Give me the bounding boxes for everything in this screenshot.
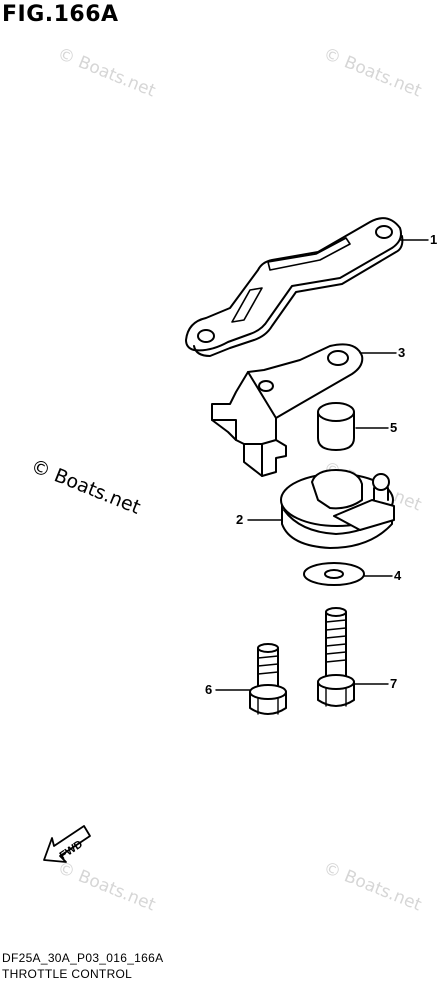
callout-5: 5	[390, 420, 398, 435]
part-1-throttle-link	[185, 217, 404, 357]
callout-6: 6	[205, 682, 213, 697]
callout-4: 4	[394, 568, 402, 583]
part-6-short-bolt	[249, 643, 287, 715]
part-4-washer	[303, 562, 365, 586]
figure-code: DF25A_30A_P03_016_166A	[2, 951, 164, 965]
callout-7: 7	[390, 676, 398, 691]
figure-name: THROTTLE CONTROL	[2, 967, 133, 981]
part-7-long-bolt	[317, 607, 355, 707]
callout-2: 2	[236, 512, 244, 527]
callout-1: 1	[430, 232, 438, 247]
callout-3: 3	[398, 345, 406, 360]
figure-title: FIG.166A	[2, 2, 119, 27]
fwd-arrow-icon: FWD	[43, 825, 91, 863]
part-3-bracket	[211, 343, 364, 477]
part-5-collar	[317, 402, 355, 451]
part-2-throttle-cam	[280, 469, 395, 549]
